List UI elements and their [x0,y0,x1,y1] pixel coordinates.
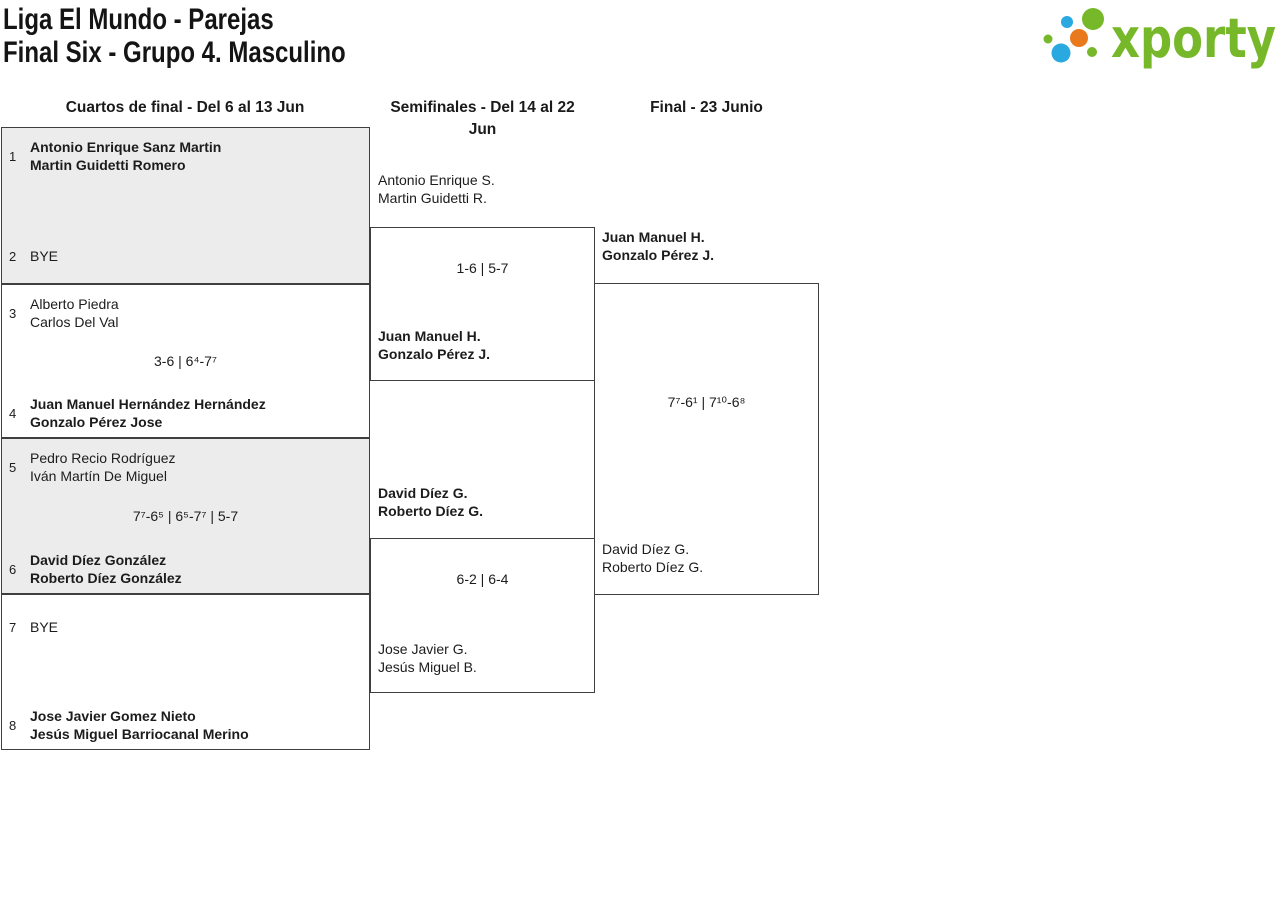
player-name: Jesús Miguel Barriocanal Merino [30,726,249,742]
team-final-top: Juan Manuel H. Gonzalo Pérez J. [602,228,807,264]
player-name: Martin Guidetti R. [378,190,487,206]
round-header-semifinals: Semifinales - Del 14 al 22 Jun [370,97,595,141]
player-name: Gonzalo Pérez J. [378,346,491,362]
player-name: Roberto Díez G. [378,503,484,519]
player-name: Jose Javier Gomez Nieto [30,708,196,724]
team-sf1-bottom: Juan Manuel H. Gonzalo Pérez J. [378,327,583,363]
team-qf1-bottom: 2 BYE [9,247,361,265]
team-names: Juan Manuel Hernández Hernández Gonzalo … [30,395,266,431]
xporty-logo-text: xporty [1111,7,1276,70]
player-name: Jesús Miguel B. [378,659,477,675]
round-header-quarterfinals: Cuartos de final - Del 6 al 13 Jun [65,99,305,116]
team-qf4-bottom: 8 Jose Javier Gomez Nieto Jesús Miguel B… [9,707,361,743]
match-qf-4[interactable]: 7 BYE 8 Jose Javier Gomez Nieto Jesús Mi… [1,594,370,750]
player-name: Gonzalo Pérez Jose [30,414,163,430]
player-name: Juan Manuel H. [602,229,705,245]
bye-label: BYE [30,248,59,264]
seed-number: 6 [9,561,17,577]
score-final: 7⁷-6¹ | 7¹⁰-6⁸ [667,394,746,410]
match-qf-2[interactable]: 3 Alberto Piedra Carlos Del Val 3-6 | 6⁴… [1,284,370,438]
seed-number: 4 [9,405,17,421]
seed-number: 7 [9,619,17,635]
player-name: Juan Manuel Hernández Hernández [30,396,266,412]
bye-label: BYE [30,619,59,635]
player-name: Martin Guidetti Romero [30,157,186,173]
player-name: Antonio Enrique Sanz Martin [30,139,222,155]
player-name: Iván Martín De Miguel [30,468,167,484]
xporty-logo: xporty [1043,7,1276,70]
player-name: Alberto Piedra [30,296,119,312]
seed-number: 3 [9,305,17,321]
team-names: BYE [30,247,58,265]
team-qf4-top: 7 BYE [9,618,361,636]
team-names: David Díez González Roberto Díez Gonzále… [30,551,182,587]
player-name: David Díez G. [378,485,468,501]
team-qf3-top: 5 Pedro Recio Rodríguez Iván Martín De M… [9,449,361,485]
score-qf2: 3-6 | 6⁴-7⁷ [154,353,217,369]
player-name: Gonzalo Pérez J. [602,247,715,263]
player-name: Roberto Díez G. [602,559,704,575]
player-name: Carlos Del Val [30,314,119,330]
score-sf2: 6-2 | 6-4 [456,571,509,587]
round-header-semifinals-line1: Semifinales - Del 14 al 22 [390,99,575,116]
seed-number: 5 [9,459,17,475]
match-qf-3[interactable]: 5 Pedro Recio Rodríguez Iván Martín De M… [1,438,370,594]
team-names: Antonio Enrique Sanz Martin Martin Guide… [30,138,221,174]
player-name: Juan Manuel H. [378,328,481,344]
team-sf1-top: Antonio Enrique S. Martin Guidetti R. [378,171,583,207]
score-qf3: 7⁷-6⁵ | 6⁵-7⁷ | 5-7 [132,508,239,524]
player-name: David Díez G. [602,541,690,557]
player-name: David Díez González [30,552,167,568]
seed-number: 1 [9,148,17,164]
team-names: Pedro Recio Rodríguez Iván Martín De Mig… [30,449,176,485]
tournament-name: Liga El Mundo - Parejas [3,3,274,36]
competition-name: Final Six - Grupo 4. Masculino [3,36,346,69]
team-final-bottom: David Díez G. Roberto Díez G. [602,540,807,576]
round-header-semifinals-line2: Jun [468,121,497,138]
logo-dots-icon [1043,8,1104,63]
team-sf2-bottom: Jose Javier G. Jesús Miguel B. [378,640,583,676]
team-sf2-top: David Díez G. Roberto Díez G. [378,484,583,520]
player-name: Roberto Díez González [30,570,182,586]
match-sf-1[interactable]: 1-6 | 5-7 [370,227,595,381]
team-qf2-top: 3 Alberto Piedra Carlos Del Val [9,295,361,331]
player-name: Pedro Recio Rodríguez [30,450,176,466]
team-names: BYE [30,618,58,636]
round-header-final: Final - 23 Junio [650,99,763,116]
match-sf-2[interactable]: 6-2 | 6-4 [370,538,595,693]
team-qf2-bottom: 4 Juan Manuel Hernández Hernández Gonzal… [9,395,361,431]
player-name: Jose Javier G. [378,641,468,657]
score-sf1: 1-6 | 5-7 [456,260,509,276]
seed-number: 2 [9,248,17,264]
page-title: Liga El Mundo - Parejas Final Six - Grup… [3,3,346,69]
team-qf1-top: 1 Antonio Enrique Sanz Martin Martin Gui… [9,138,361,174]
team-names: Alberto Piedra Carlos Del Val [30,295,119,331]
match-qf-1[interactable]: 1 Antonio Enrique Sanz Martin Martin Gui… [1,127,370,284]
team-qf3-bottom: 6 David Díez González Roberto Díez Gonzá… [9,551,361,587]
seed-number: 8 [9,717,17,733]
team-names: Jose Javier Gomez Nieto Jesús Miguel Bar… [30,707,249,743]
match-final[interactable]: 7⁷-6¹ | 7¹⁰-6⁸ [594,283,819,595]
player-name: Antonio Enrique S. [378,172,495,188]
